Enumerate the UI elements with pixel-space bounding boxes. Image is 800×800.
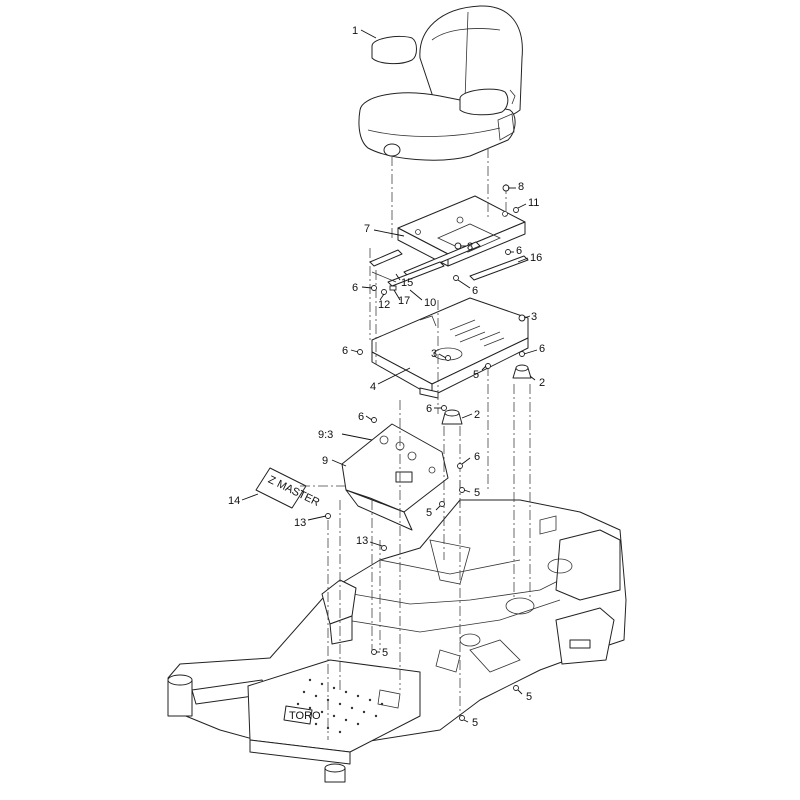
callout-2-right: 2	[539, 377, 545, 389]
callout-5-frame-bottom: 5	[472, 717, 478, 729]
hardware	[325, 184, 526, 721]
mounting-plate	[371, 297, 529, 399]
callout-6-panel-top: 6	[358, 411, 364, 423]
callout-13-left: 13	[294, 517, 306, 529]
callout-5-panel-right: 5	[474, 487, 480, 499]
callout-6-left-rail: 6	[352, 282, 358, 294]
callout-6-top-right: 6	[516, 245, 522, 257]
callout-3-center: 3	[431, 348, 437, 360]
callout-5-plate: 5	[473, 369, 479, 381]
callout-1: 1	[352, 25, 358, 37]
callout-13-center: 13	[356, 535, 368, 547]
callout-14: 14	[228, 495, 240, 507]
callout-16: 16	[530, 252, 542, 264]
callout-15: 15	[401, 277, 413, 289]
callout-11: 11	[528, 197, 539, 209]
callout-6-isolator: 6	[426, 403, 432, 415]
zmaster-decal: Z MASTER	[255, 467, 321, 509]
callout-5-frame-right: 5	[526, 691, 532, 703]
mower-frame: TORO	[167, 499, 627, 783]
callout-4: 4	[370, 381, 376, 393]
assembly-lines	[300, 148, 531, 740]
callout-10: 10	[424, 297, 436, 309]
callout-3-right: 3	[531, 311, 537, 323]
callout-12: 12	[378, 299, 390, 311]
callout-17: 17	[398, 295, 410, 307]
callout-6-panel-right: 6	[474, 451, 480, 463]
seat-mount-plate	[397, 195, 526, 267]
callout-5-panel-bottom: 5	[426, 507, 432, 519]
brand-plate-text: TORO	[289, 710, 321, 722]
callout-8-upper: 8	[518, 181, 524, 193]
callout-6-right-plate: 6	[539, 343, 545, 355]
seat-slide-rails	[369, 241, 529, 287]
callout-7: 7	[364, 223, 370, 235]
callout-labels: 1 8 11 7 8 6 16 15 6 6 12 17 10 3 6 3 6 …	[228, 25, 545, 729]
callout-2-center: 2	[474, 409, 480, 421]
callout-6-rail: 6	[472, 285, 478, 297]
seat-assembly	[358, 5, 523, 161]
callout-9-3: 9:3	[318, 429, 333, 441]
callout-5-frame-left: 5	[382, 647, 388, 659]
callout-6-left-plate: 6	[342, 345, 348, 357]
isolator-mounts	[441, 364, 532, 425]
callout-8-lower: 8	[467, 241, 473, 253]
leader-lines	[241, 29, 538, 723]
callout-9: 9	[322, 455, 328, 467]
control-panel	[341, 423, 449, 531]
